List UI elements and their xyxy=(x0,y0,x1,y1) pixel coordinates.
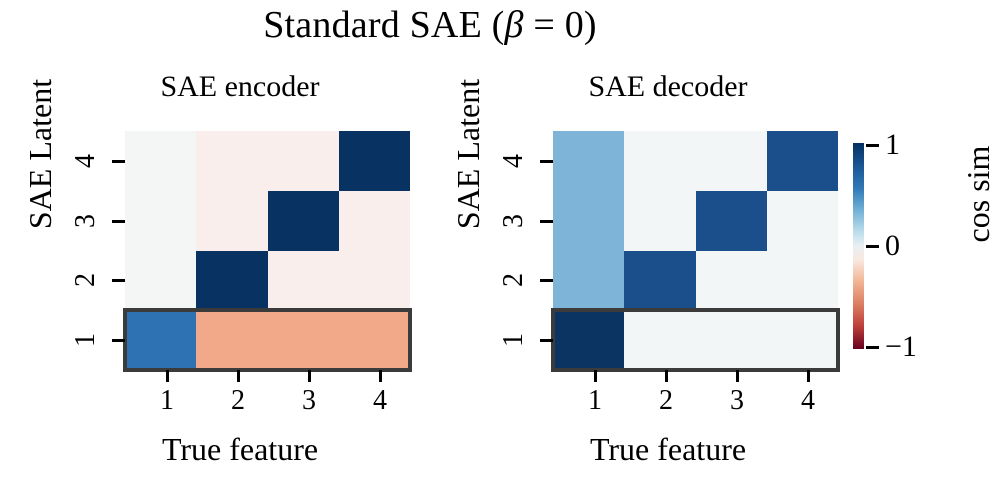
heatmap-decoder[interactable] xyxy=(553,131,838,370)
y-tick-mark xyxy=(112,339,125,342)
y-tick-mark xyxy=(540,279,553,282)
heatmap-cell xyxy=(267,190,339,251)
heatmap-cell xyxy=(196,131,268,191)
page-title: Standard SAE (β = 0) xyxy=(0,2,860,48)
colorbar-tick-label: 0 xyxy=(885,229,900,262)
heatmap-cell xyxy=(125,250,197,311)
x-tick-mark xyxy=(308,370,311,382)
heatmap-cell xyxy=(338,310,410,370)
title-prefix: Standard SAE ( xyxy=(263,4,505,46)
y-axis-label-encoder: SAE Latent xyxy=(22,78,58,230)
colorbar-tick-mark xyxy=(866,144,879,147)
y-axis-label-decoder: SAE Latent xyxy=(450,78,486,230)
heatmap-cell xyxy=(695,131,767,191)
heatmap-cell xyxy=(766,190,838,251)
heatmap-cell xyxy=(695,310,767,370)
heatmap-cell xyxy=(125,131,197,191)
x-tick-mark xyxy=(594,370,597,382)
x-tick-label: 3 xyxy=(730,385,744,416)
heatmap-cell xyxy=(338,250,410,311)
heatmap-cell xyxy=(338,190,410,251)
title-beta-symbol: β xyxy=(504,4,524,46)
heatmap-encoder[interactable] xyxy=(125,131,410,370)
heatmap-cell xyxy=(766,310,838,370)
y-tick-mark xyxy=(540,339,553,342)
heatmap-cell xyxy=(695,250,767,311)
y-tick-mark xyxy=(540,220,553,223)
heatmap-cell xyxy=(553,131,625,191)
colorbar-tick-mark xyxy=(866,346,879,349)
y-tick-label: 4 xyxy=(70,154,101,168)
x-tick-label: 2 xyxy=(231,385,245,416)
x-tick-label: 4 xyxy=(373,385,387,416)
heatmap-cell xyxy=(338,131,410,191)
panel-sae-decoder: SAE decoder SAE Latent True feature 1 2 … xyxy=(428,0,868,490)
panel-sae-encoder: SAE encoder SAE Latent True feature 1 2 … xyxy=(0,0,440,490)
colorbar-gradient xyxy=(853,143,864,349)
x-tick-mark xyxy=(807,370,810,382)
colorbar: 1 0 −1 cos sim xyxy=(845,0,997,490)
y-tick-label: 4 xyxy=(498,154,529,168)
panel-title-encoder: SAE encoder xyxy=(160,70,320,103)
heatmap-cell xyxy=(624,190,696,251)
colorbar-tick-label: 1 xyxy=(885,128,900,161)
x-axis-label-encoder: True feature xyxy=(161,431,319,467)
x-tick-mark xyxy=(237,370,240,382)
heatmap-cell xyxy=(125,310,197,370)
y-tick-label: 1 xyxy=(70,333,101,347)
x-tick-label: 4 xyxy=(801,385,815,416)
x-tick-label: 1 xyxy=(588,385,602,416)
heatmap-cell xyxy=(196,190,268,251)
y-tick-label: 1 xyxy=(498,333,529,347)
heatmap-cell xyxy=(553,190,625,251)
colorbar-axis-label: cos sim xyxy=(960,145,996,243)
colorbar-tick-mark xyxy=(866,245,879,248)
x-tick-mark xyxy=(379,370,382,382)
title-equation: = 0) xyxy=(523,4,597,46)
y-tick-mark xyxy=(112,279,125,282)
y-tick-label: 3 xyxy=(498,214,529,228)
heatmap-cell xyxy=(766,131,838,191)
x-tick-mark xyxy=(166,370,169,382)
heatmap-cell xyxy=(695,190,767,251)
x-tick-label: 1 xyxy=(160,385,174,416)
heatmap-cell xyxy=(624,131,696,191)
y-tick-mark xyxy=(112,220,125,223)
panel-title-decoder: SAE decoder xyxy=(588,70,748,103)
heatmap-cell xyxy=(196,250,268,311)
x-tick-mark xyxy=(736,370,739,382)
y-tick-label: 2 xyxy=(498,273,529,287)
y-tick-mark xyxy=(540,160,553,163)
y-tick-label: 3 xyxy=(70,214,101,228)
colorbar-tick-label: −1 xyxy=(885,330,917,363)
heatmap-cell xyxy=(553,250,625,311)
heatmap-cell xyxy=(196,310,268,370)
x-tick-label: 3 xyxy=(302,385,316,416)
y-tick-label: 2 xyxy=(70,273,101,287)
heatmap-cell xyxy=(624,310,696,370)
heatmap-cell xyxy=(267,131,339,191)
heatmap-cell xyxy=(267,310,339,370)
x-tick-label: 2 xyxy=(659,385,673,416)
heatmap-cell xyxy=(125,190,197,251)
heatmap-cell xyxy=(267,250,339,311)
heatmap-cell xyxy=(553,310,625,370)
x-tick-mark xyxy=(665,370,668,382)
x-axis-label-decoder: True feature xyxy=(589,431,747,467)
heatmap-cell xyxy=(766,250,838,311)
y-tick-mark xyxy=(112,160,125,163)
heatmap-cell xyxy=(624,250,696,311)
